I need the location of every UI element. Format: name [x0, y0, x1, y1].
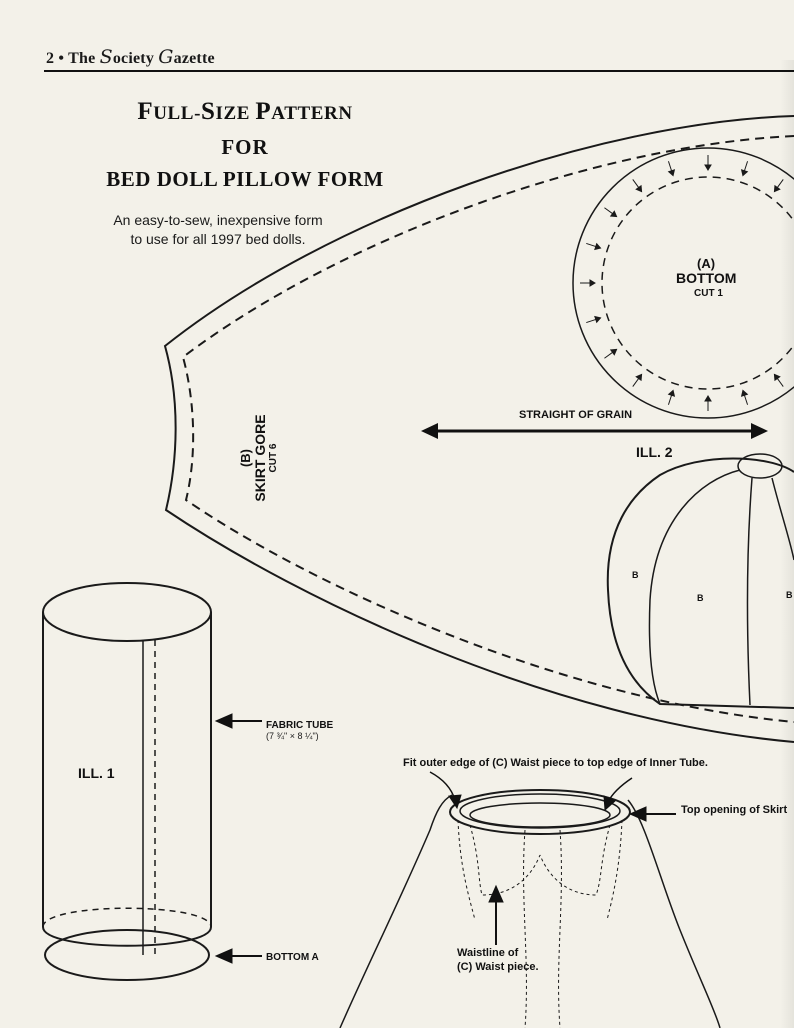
skirt-gore-cut-line: [163, 115, 794, 743]
title-line-1: FULL-SIZE PATTERN: [137, 98, 353, 125]
ill1-pointers: [214, 713, 262, 964]
grain-label: STRAIGHT OF GRAIN: [519, 409, 633, 421]
skirt-gore-cut: CUT 6: [268, 443, 279, 473]
seam-arrow-head: [740, 169, 749, 177]
ill2-gore-label: B: [632, 570, 639, 580]
description-line-2: to use for all 1997 bed dolls.: [130, 231, 306, 247]
title-line-2: FOR: [221, 135, 269, 159]
fabric-tube-label: FABRIC TUBE: [266, 720, 334, 731]
seam-arrow-head: [667, 389, 676, 397]
seam-arrow-head: [635, 184, 643, 193]
skirt-gore-letter: (B): [238, 448, 253, 468]
bottom-a-cut: CUT 1: [694, 288, 723, 299]
description-line-1: An easy-to-sew, inexpensive form: [113, 212, 323, 228]
ill2-gore-label: B: [697, 593, 704, 603]
seam-arrow-head: [740, 389, 749, 397]
bottom-a-name: BOTTOM: [676, 270, 737, 286]
bottom-a-letter: (A): [697, 256, 716, 271]
ill1-fabric-tube: [42, 582, 212, 981]
header-bullet: •: [58, 50, 65, 67]
seam-arrow-head: [704, 164, 712, 171]
seam-arrow-head: [773, 373, 781, 382]
seam-arrow-head: [609, 348, 618, 356]
publication-name: The Society Gazette: [68, 46, 215, 68]
header-rule: [44, 70, 794, 72]
seam-arrow-head: [609, 210, 618, 218]
ill3-pointers: [429, 771, 676, 945]
seam-arrow-head: [594, 242, 602, 251]
ill1-label: ILL. 1: [78, 765, 115, 781]
ill3-skirt-drawing: [339, 789, 721, 1028]
seam-arrow-head: [667, 169, 676, 177]
seam-arrow-head: [594, 315, 602, 324]
ill2-label: ILL. 2: [636, 444, 673, 460]
waistline-label-1: Waistline of: [457, 947, 519, 959]
seam-arrow-head: [773, 184, 781, 193]
page-edge-shadow: [780, 60, 794, 1028]
skirt-gore-name: SKIRT GORE: [252, 414, 268, 502]
page-header: 2 • The Society Gazette: [46, 46, 215, 68]
ill2-gore-label: B: [786, 590, 793, 600]
skirt-gore-stitch-line: [181, 135, 794, 723]
seam-arrow-head: [589, 279, 596, 287]
skirt-gore-label: (B) SKIRT GORE CUT 6: [238, 408, 298, 508]
description: An easy-to-sew, inexpensive form to use …: [98, 211, 338, 249]
grain-arrow: [421, 423, 768, 439]
waistline-label-2: (C) Waist piece.: [457, 961, 539, 973]
seam-arrow-head: [635, 373, 643, 382]
ill2-dome-drawing: [606, 453, 794, 709]
seam-arrow-head: [704, 395, 712, 402]
page-number: 2: [46, 50, 55, 67]
top-opening-label: Top opening of Skirt: [681, 804, 788, 816]
bottom-a-pattern: [572, 147, 794, 419]
fabric-tube-size: (7 ¾" × 8 ¼"): [266, 731, 319, 741]
bottom-a-callout: BOTTOM A: [266, 952, 319, 963]
title-line-3: BED DOLL PILLOW FORM: [106, 167, 384, 191]
fit-note: Fit outer edge of (C) Waist piece to top…: [403, 757, 708, 769]
